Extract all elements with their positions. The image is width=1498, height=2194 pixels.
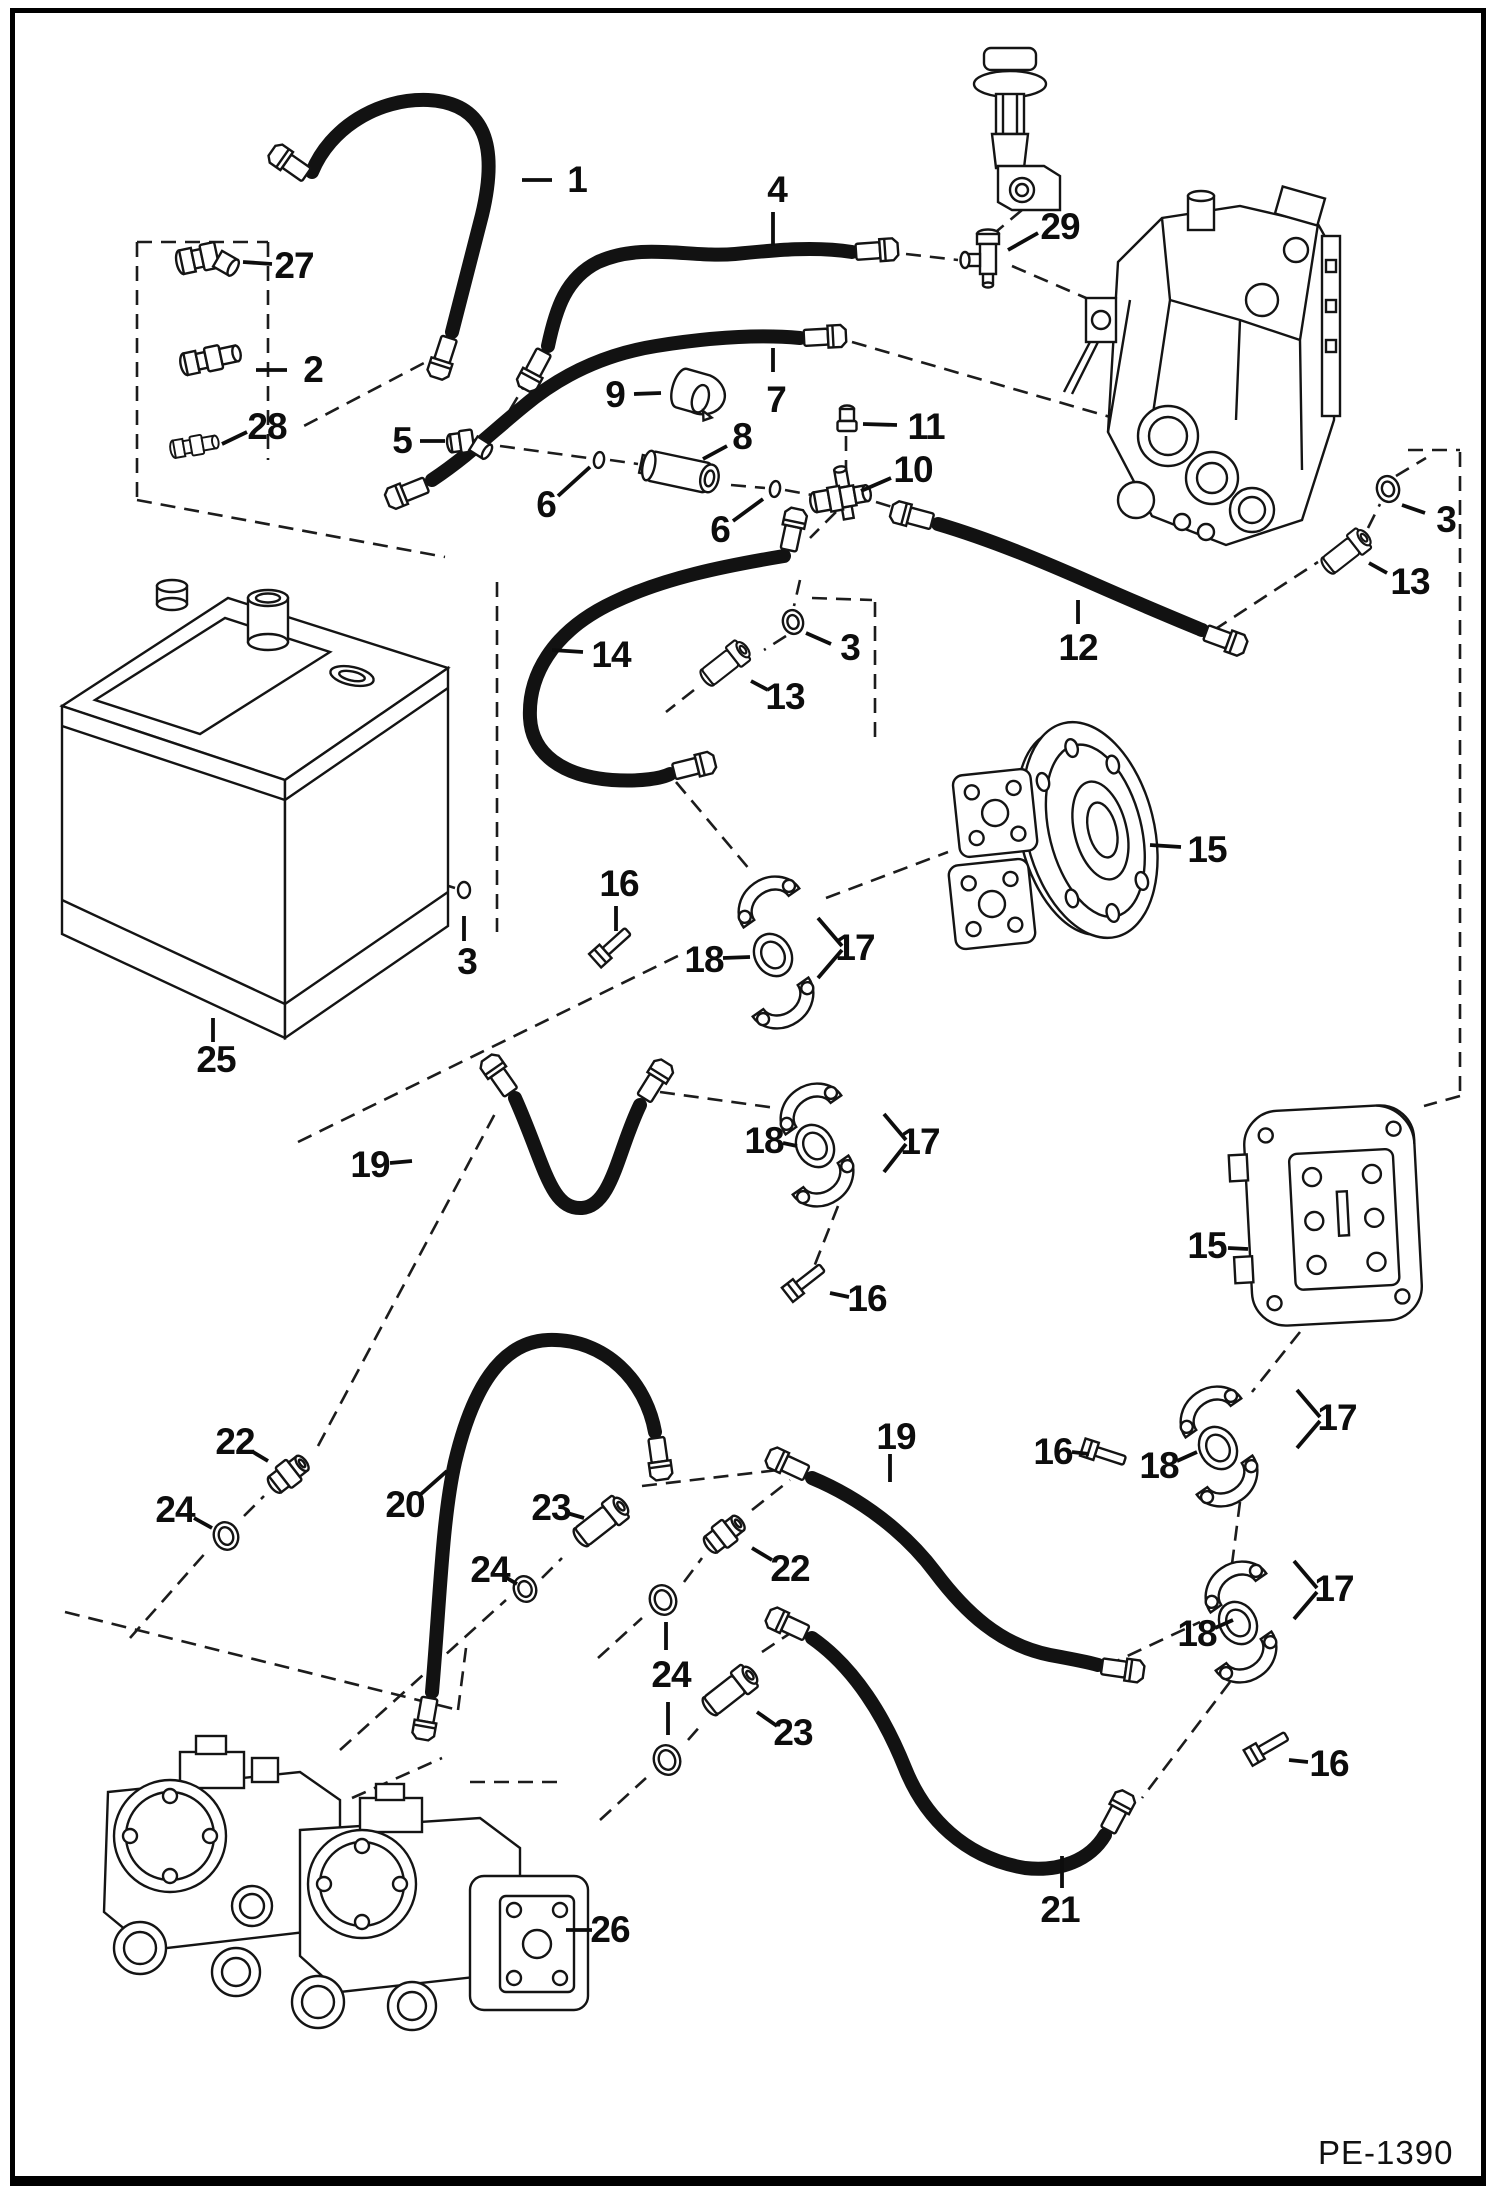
callout-leader-lines xyxy=(193,178,1426,1932)
callout-24: 24 xyxy=(651,1654,691,1695)
hose-19-upper xyxy=(476,1050,677,1215)
callout-16: 16 xyxy=(1033,1431,1073,1472)
hydraulic-tank xyxy=(59,578,451,1041)
fuel-injection-pump xyxy=(1062,184,1342,547)
callout-23: 23 xyxy=(773,1712,813,1753)
callout-3: 3 xyxy=(840,627,861,668)
callout-22: 22 xyxy=(215,1421,255,1462)
callout-16: 16 xyxy=(847,1278,887,1319)
callout-10: 10 xyxy=(893,449,933,490)
hose-12 xyxy=(887,498,1251,659)
callout-1: 1 xyxy=(567,159,588,200)
hose-19-lower xyxy=(762,1444,1147,1685)
callout-17: 17 xyxy=(1317,1397,1357,1438)
callout-12: 12 xyxy=(1058,627,1098,668)
oring-24a xyxy=(212,1521,240,1551)
callout-4: 4 xyxy=(767,169,788,210)
callout-17: 17 xyxy=(1314,1568,1354,1609)
tandem-pump-assembly xyxy=(102,1734,590,2032)
callout-15: 15 xyxy=(1187,829,1227,870)
callout-13: 13 xyxy=(1390,561,1430,602)
callout-29: 29 xyxy=(1040,206,1080,247)
callout-28: 28 xyxy=(247,406,287,447)
oring-3b xyxy=(1375,474,1401,504)
callout-3: 3 xyxy=(457,941,478,982)
callout-21: 21 xyxy=(1040,1889,1080,1930)
elbow-fitting-27 xyxy=(174,241,241,278)
callout-17: 17 xyxy=(835,927,875,968)
drive-motor-left xyxy=(947,720,1159,951)
oring-6b xyxy=(768,479,782,499)
oring-24b xyxy=(512,1575,538,1603)
hose-1 xyxy=(264,92,496,383)
callout-20: 20 xyxy=(385,1484,425,1525)
callout-18: 18 xyxy=(744,1120,784,1161)
callout-8: 8 xyxy=(732,416,753,457)
callout-14: 14 xyxy=(591,634,631,675)
oring-3a xyxy=(781,608,805,636)
callout-22: 22 xyxy=(770,1548,810,1589)
callout-5: 5 xyxy=(392,420,413,461)
callout-6: 6 xyxy=(536,484,557,525)
tee-fitting-29 xyxy=(959,228,1001,289)
callout-18: 18 xyxy=(1139,1445,1179,1486)
callout-24: 24 xyxy=(470,1549,510,1590)
callout-19: 19 xyxy=(350,1144,390,1185)
oring-24d xyxy=(652,1744,682,1776)
hose-20 xyxy=(410,1332,675,1743)
callout-16: 16 xyxy=(599,863,639,904)
elbow-fitting-5 xyxy=(445,428,494,461)
callout-27: 27 xyxy=(274,245,314,286)
hand-primer-pump xyxy=(972,46,1062,212)
hose-7 xyxy=(381,323,848,512)
callout-6: 6 xyxy=(710,509,731,550)
oring-24c xyxy=(648,1584,678,1616)
callout-11: 11 xyxy=(907,406,945,447)
callout-19: 19 xyxy=(876,1416,916,1457)
callout-9: 9 xyxy=(605,374,626,415)
callout-24: 24 xyxy=(155,1489,195,1530)
callout-26: 26 xyxy=(590,1909,630,1950)
callout-15: 15 xyxy=(1187,1225,1227,1266)
oring-3c xyxy=(456,880,472,900)
cap-nut-11 xyxy=(836,404,858,433)
drive-motor-right xyxy=(1227,1104,1424,1327)
callout-18: 18 xyxy=(1177,1613,1217,1654)
hose-4 xyxy=(513,236,900,396)
callout-25: 25 xyxy=(196,1039,236,1080)
filter-8 xyxy=(637,449,720,494)
callout-18: 18 xyxy=(684,939,724,980)
callout-7: 7 xyxy=(766,379,787,420)
callout-17: 17 xyxy=(900,1121,940,1162)
callout-3: 3 xyxy=(1436,499,1457,540)
tee-fitting-10 xyxy=(809,465,873,521)
hose-14 xyxy=(522,505,810,788)
cap-9 xyxy=(670,367,727,423)
callout-23: 23 xyxy=(531,1487,571,1528)
oring-6a xyxy=(592,450,606,470)
callout-2: 2 xyxy=(303,349,324,390)
callout-16: 16 xyxy=(1309,1743,1349,1784)
callout-13: 13 xyxy=(765,676,805,717)
drawing-number: PE-1390 xyxy=(1318,2134,1454,2171)
